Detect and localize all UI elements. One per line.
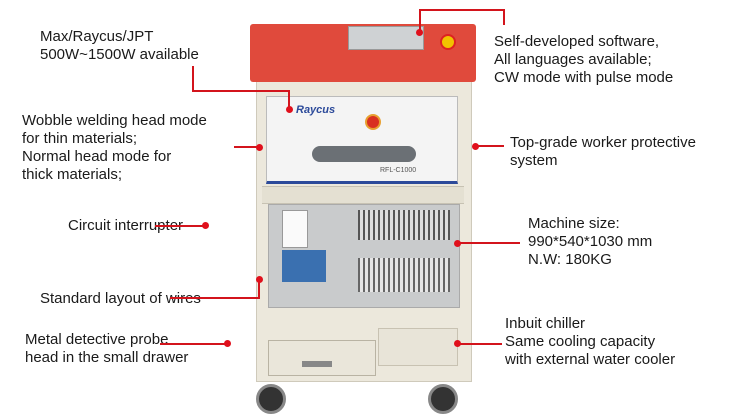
callout-text: 990*540*1030 mm [528,233,653,250]
callout-welding-head: Wobble welding head mode for thin materi… [22,112,207,184]
brand-logo-text: Raycus [296,104,336,116]
callout-text: Inbuit chiller [505,315,586,332]
leader-line [288,90,290,108]
brand-logo: Raycus [296,104,335,116]
leader-line [170,297,260,299]
callout-text: with external water cooler [505,351,676,368]
callout-text: Top-grade worker protective [510,134,696,151]
callout-text: N.W: 180KG [528,251,612,268]
callout-dot [256,144,263,151]
callout-dot [286,106,293,113]
callout-wires: Standard layout of wires [40,290,201,308]
leader-line [258,280,260,299]
callout-text: head in the small drawer [25,349,189,366]
leader-line [503,9,505,25]
leader-line [192,90,290,92]
leader-line [234,146,258,148]
callout-text: Max/Raycus/JPT [40,28,154,45]
callout-text: Normal head mode for [22,148,172,165]
callout-text: thick materials; [22,166,123,183]
control-screen [348,26,424,50]
callout-chiller: Inbuit chiller Same cooling capacity wit… [505,315,675,369]
drawer [268,340,376,376]
callout-protection: Top-grade worker protective system [510,134,696,170]
leader-line [458,343,502,345]
callout-dot [202,222,209,229]
callout-dot [454,240,461,247]
model-label-text: RFL-C1000 [380,167,417,174]
leader-line [192,66,194,92]
callout-dot [454,340,461,347]
model-label: RFL-C1000 [380,167,416,174]
callout-text: Self-developed software, [494,33,660,50]
callout-dot [416,29,423,36]
callout-text: Machine size: [528,215,620,232]
circuit-breaker [282,210,308,248]
leader-line [419,10,421,32]
callout-text: Wobble welding head mode [22,112,207,129]
emergency-stop-button [365,114,381,130]
chiller-panel [378,328,458,366]
leader-line [476,145,504,147]
leader-line [419,9,505,11]
wheel-left [256,384,286,414]
callout-text: Circuit interrupter [68,217,184,234]
callout-text: CW mode with pulse mode [494,69,674,86]
callout-software: Self-developed software, All languages a… [494,33,673,87]
callout-text: Same cooling capacity [505,333,656,350]
callout-machine-size: Machine size: 990*540*1030 mm N.W: 180KG [528,215,652,269]
callout-text: Metal detective probe [25,331,169,348]
leader-line [155,225,203,227]
callout-text: for thin materials; [22,130,138,147]
callout-text: Standard layout of wires [40,290,201,307]
wheel-right [428,384,458,414]
callout-dot [256,276,263,283]
callout-text: All languages available; [494,51,652,68]
callout-probe-drawer: Metal detective probe head in the small … [25,331,188,367]
callout-text: system [510,152,558,169]
relay-block [358,258,450,292]
callout-dot [224,340,231,347]
callout-laser-source: Max/Raycus/JPT 500W~1500W available [40,28,199,64]
leader-line [458,242,520,244]
leader-line [160,343,226,345]
laser-source-unit [266,96,458,184]
knob-panel [312,146,416,162]
transformer [282,250,326,282]
terminal-block [358,210,450,240]
callout-circuit-interrupter: Circuit interrupter [68,217,183,235]
drawer-handle [302,361,332,367]
shelf [262,186,464,204]
callout-text: 500W~1500W available [40,46,199,63]
callout-dot [472,143,479,150]
emergency-stop-top [440,34,456,50]
